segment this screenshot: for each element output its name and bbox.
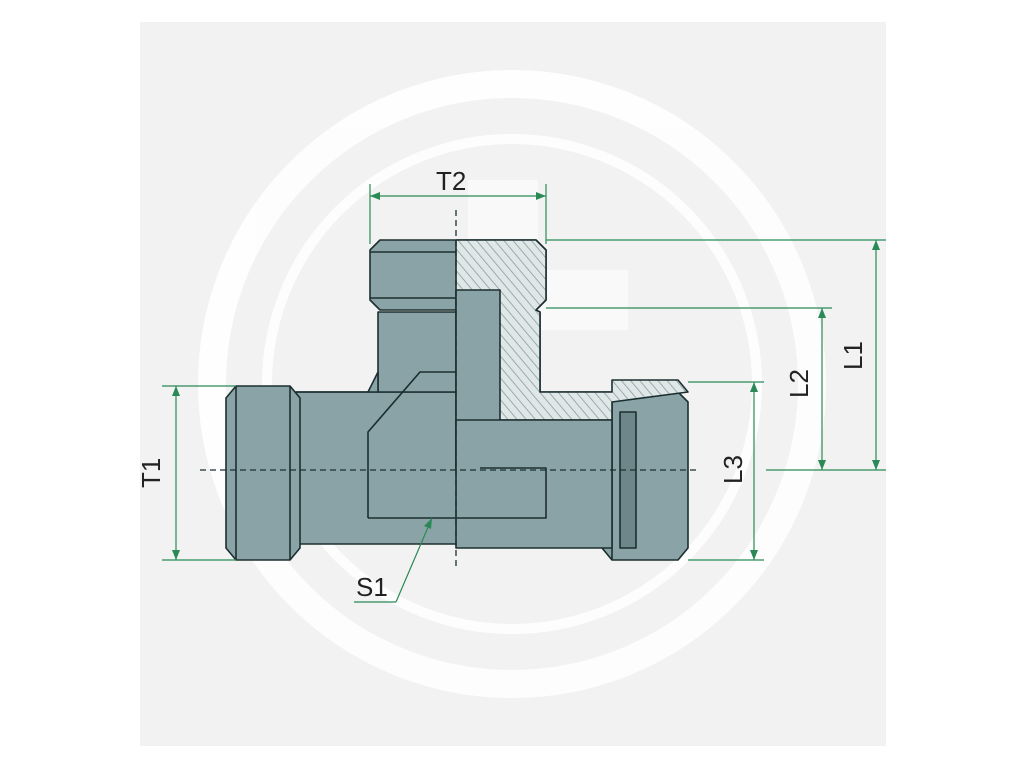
label-l3: L3 [718,455,748,484]
internal-passage [367,371,456,518]
right-nut [601,391,689,561]
dimensions [162,184,886,603]
label-l1: L1 [838,341,868,370]
centerlines [200,210,700,566]
tee-fitting-body [225,239,689,561]
left-shoulder [295,371,379,393]
dimension-labels: T2 T1 L1 L2 L3 S1 [136,166,868,602]
label-t2: T2 [436,166,466,196]
s1-leader-line [395,517,433,603]
left-nut [225,385,301,561]
label-t1: T1 [136,458,166,488]
label-l2: L2 [784,369,814,398]
label-s1: S1 [356,572,388,602]
